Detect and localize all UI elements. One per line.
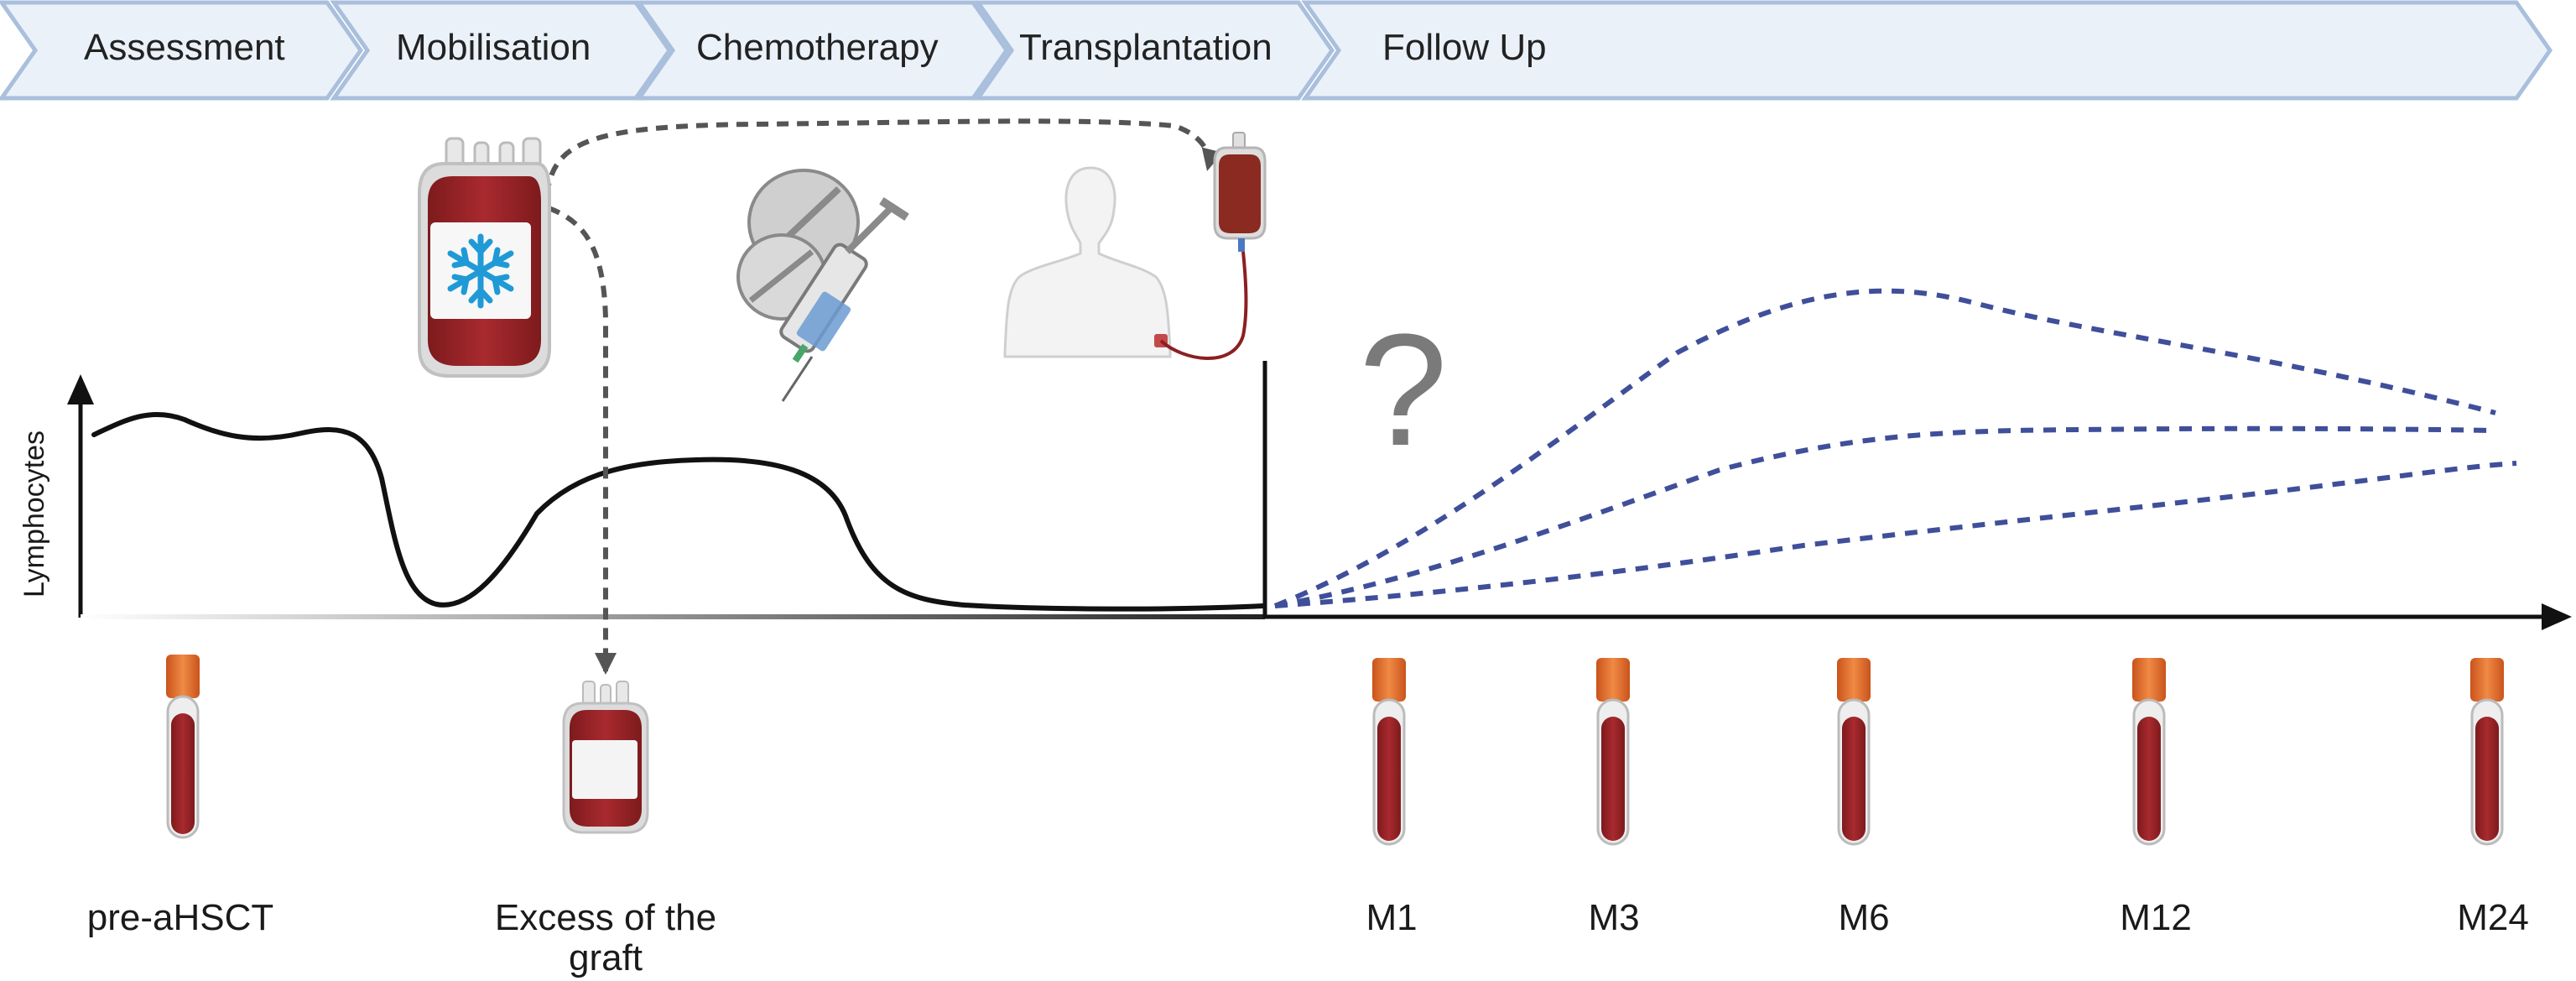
phase-label: Mobilisation bbox=[396, 27, 591, 68]
projection-curves bbox=[1273, 288, 2517, 608]
sample-label-m6: M6 bbox=[1838, 897, 1889, 938]
phase-chemotherapy: Chemotherapy bbox=[635, 0, 1010, 101]
y-axis-label: Lymphocytes bbox=[18, 430, 50, 597]
blood-tube-icon bbox=[166, 655, 200, 839]
blood-tube-icon bbox=[1837, 658, 1871, 846]
sample-label-excess-graft-line1: Excess of the bbox=[495, 897, 716, 938]
phase-label: Assessment bbox=[84, 27, 285, 68]
blood-tube-icon bbox=[2132, 658, 2166, 846]
patient-silhouette-icon bbox=[1003, 166, 1172, 358]
blood-tube-icon bbox=[1596, 658, 1630, 846]
frozen-graft-bag-icon bbox=[418, 137, 551, 378]
phase-transplantation: Transplantation bbox=[974, 0, 1335, 101]
iv-blood-bag-icon bbox=[1213, 132, 1267, 252]
sample-label-excess-graft-line2: graft bbox=[569, 937, 643, 978]
projection-curve-mid bbox=[1274, 425, 2496, 608]
unknown-outcome-marker: ? bbox=[1359, 301, 1448, 479]
sample-label-m1: M1 bbox=[1366, 897, 1417, 938]
phase-banner: Assessment Mobilisation Chemotherapy Tra… bbox=[0, 0, 2553, 101]
projection-curve-high bbox=[1273, 288, 2496, 608]
blood-tube-icon bbox=[2470, 658, 2504, 846]
phase-label: Transplantation bbox=[1019, 27, 1272, 68]
y-axis-arrow-icon bbox=[67, 374, 94, 404]
blood-tube-icon bbox=[1372, 658, 1406, 846]
lymphocyte-curve bbox=[91, 411, 1266, 612]
phase-mobilisation: Mobilisation bbox=[330, 0, 673, 101]
sample-labels: pre-aHSCT Excess of the graft M1 M3 M6 M… bbox=[87, 897, 2529, 978]
snowflake-icon bbox=[447, 233, 514, 309]
sample-label-pre-ahsct: pre-aHSCT bbox=[87, 897, 274, 938]
graft-to-infusion-arrow bbox=[544, 118, 1223, 196]
sample-label-m3: M3 bbox=[1588, 897, 1639, 938]
sample-label-m12: M12 bbox=[2120, 897, 2192, 938]
phase-follow-up: Follow Up bbox=[1301, 0, 2553, 101]
x-axis-baseline-pre bbox=[81, 614, 1265, 619]
patient-infusion-icon bbox=[1003, 132, 1267, 360]
phase-assessment: Assessment bbox=[0, 0, 364, 101]
chart-axes: Lymphocytes bbox=[18, 361, 2572, 630]
projection-curve-low bbox=[1274, 461, 2517, 608]
phase-label: Chemotherapy bbox=[696, 27, 939, 68]
x-axis-arrow-icon bbox=[2542, 603, 2572, 630]
syringe-icon bbox=[779, 197, 909, 402]
graft-to-excess-arrow bbox=[547, 206, 617, 675]
phase-label: Follow Up bbox=[1382, 27, 1547, 68]
graft-excess-bag-icon bbox=[562, 681, 649, 834]
sample-label-m24: M24 bbox=[2457, 897, 2529, 938]
